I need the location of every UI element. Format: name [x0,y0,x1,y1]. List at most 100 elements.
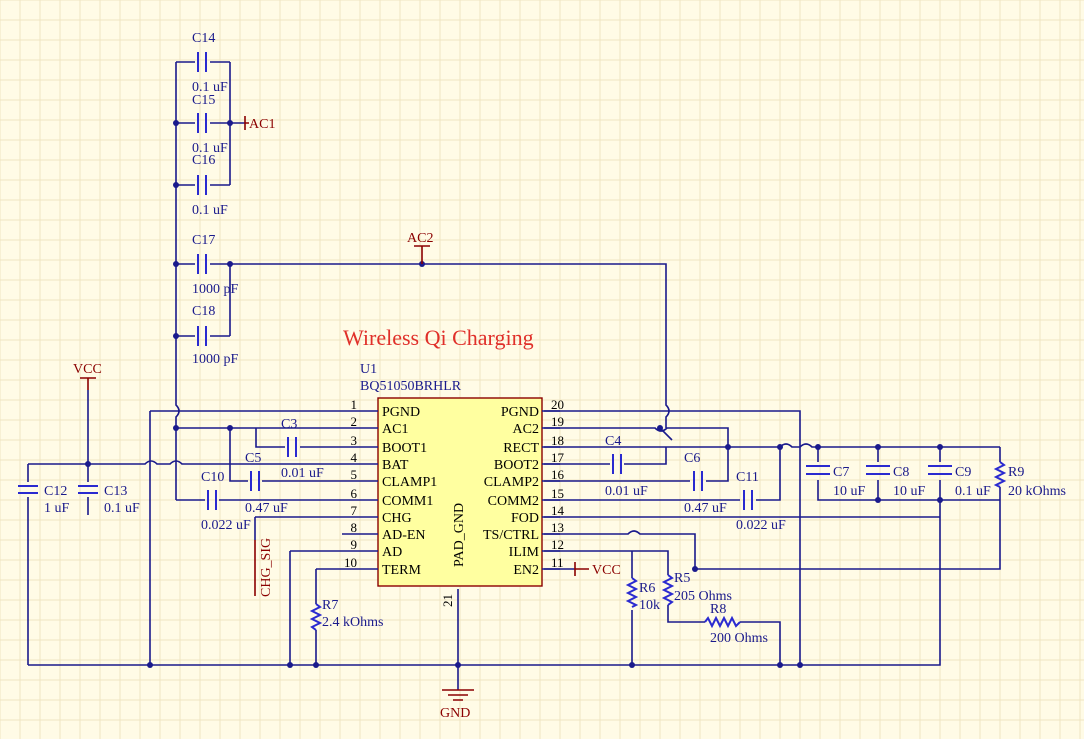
ic-pin-number-right: 11 [551,555,564,570]
c6-value: 0.47 uF [684,501,727,516]
c16-value: 0.1 uF [192,203,228,218]
c4-value: 0.01 uF [605,484,648,499]
ic-pins: 1PGND2AC13BOOT14BAT5CLAMP16COMM17CHG8AD-… [344,397,565,578]
r7-value: 2.4 kOhms [322,615,383,630]
c12-value: 1 uF [44,501,70,516]
schematic-title: Wireless Qi Charging [343,325,534,350]
ic-pin-number-right: 17 [551,450,565,465]
r9-ref: R9 [1008,465,1024,480]
c14-value: 0.1 uF [192,80,228,95]
ic-pin-number-right: 12 [551,537,564,552]
c13-value: 0.1 uF [104,501,140,516]
c3-ref: C3 [281,417,297,432]
component-labels: C14 0.1 uF C15 0.1 uF C16 0.1 uF C17 100… [44,31,1066,646]
ic-pin-name-right: BOOT2 [494,458,539,473]
c4-ref: C4 [605,434,621,449]
ic-pin-name-left: CHG [382,511,412,526]
c8-ref: C8 [893,465,909,480]
c3-value: 0.01 uF [281,466,324,481]
c14-ref: C14 [192,31,215,46]
c12-ref: C12 [44,484,67,499]
c15-value: 0.1 uF [192,141,228,156]
ic-pin-name-right: CLAMP2 [484,475,539,490]
r8-value: 200 Ohms [710,631,768,646]
ic-pin-number-left: 3 [351,433,358,448]
ic-pin-number-left: 8 [351,520,358,535]
net-vcc-right: VCC [592,563,621,578]
net-gnd: GND [440,706,470,721]
ic-pin-number-right: 19 [551,414,564,429]
c15-ref: C15 [192,93,215,108]
r6-value: 10k [639,598,660,613]
c10-ref: C10 [201,470,224,485]
c7-ref: C7 [833,465,849,480]
ic-pin-name-left: CLAMP1 [382,475,437,490]
c10-value: 0.022 uF [201,518,251,533]
net-ac2: AC2 [407,231,433,246]
junctions [85,120,943,668]
r5-value: 205 Ohms [674,589,732,604]
ic-pin-number-right: 18 [551,433,564,448]
ic-pin-number-right: 20 [551,397,564,412]
r9-value: 20 kOhms [1008,484,1066,499]
ic-pin-number-left: 6 [351,486,358,501]
ic-body[interactable] [377,397,543,587]
c6-ref: C6 [684,451,700,466]
c17-value: 1000 pF [192,282,239,297]
ic-pin-number-right: 13 [551,520,564,535]
wires [27,61,1001,690]
c11-value: 0.022 uF [736,518,786,533]
resistors [309,461,1007,631]
c9-ref: C9 [955,465,971,480]
ic-pin-name-left: TERM [382,563,421,578]
c17-ref: C17 [192,233,215,248]
c5-value: 0.47 uF [245,501,288,516]
ic-pin-name-right: PGND [501,405,539,420]
capacitors [18,52,952,510]
net-ac1: AC1 [249,117,275,132]
c7-value: 10 uF [833,484,866,499]
ic-pin-number-right: 16 [551,467,565,482]
ic-pin-number-left: 2 [351,414,358,429]
r6-ref: R6 [639,581,655,596]
ic-pin-number-left: 5 [351,467,358,482]
ic-pin-name-right: RECT [503,441,539,456]
c13-ref: C13 [104,484,127,499]
ic-part-number: BQ51050BRHLR [360,379,462,394]
ic-pin-name-left: AD-EN [382,528,426,543]
ic-pin-name-left: AC1 [382,422,408,437]
r7-ref: R7 [322,598,338,613]
c16-ref: C16 [192,153,215,168]
ic-pin-number-right: 14 [551,503,565,518]
c8-value: 10 uF [893,484,926,499]
c18-ref: C18 [192,304,215,319]
power-ports: AC1 AC2 VCC VCC GND CHG_SIG [73,116,621,721]
ic-pin-number-left: 10 [344,555,357,570]
ic-pin-name-right: AC2 [513,422,539,437]
ic-pin-name-left: BAT [382,458,409,473]
c18-value: 1000 pF [192,352,239,367]
ic-pin-name-right: ILIM [509,545,540,560]
ic-pin-name-right: COMM2 [488,494,539,509]
ic-pad-label: PAD_GND [452,503,467,567]
ic-pin-name-right: EN2 [513,563,539,578]
c5-ref: C5 [245,451,261,466]
ic-pin-name-right: FOD [511,511,539,526]
c11-ref: C11 [736,470,759,485]
net-chg-sig: CHG_SIG [259,538,274,597]
ic-pin-number-left: 4 [351,450,358,465]
ic-pin-name-left: PGND [382,405,420,420]
ic-pin-number-right: 15 [551,486,564,501]
ic-pin-name-left: BOOT1 [382,441,427,456]
ic-pin-number-left: 1 [351,397,358,412]
ic-designator: U1 [360,362,377,377]
ic-pin-name-left: AD [382,545,402,560]
ic-pin-name-right: TS/CTRL [483,528,539,543]
ic-pin-name-left: COMM1 [382,494,433,509]
net-vcc-left: VCC [73,362,102,377]
ic-pad-pin: 21 [440,594,455,607]
r8-ref: R8 [710,602,726,617]
c9-value: 0.1 uF [955,484,991,499]
